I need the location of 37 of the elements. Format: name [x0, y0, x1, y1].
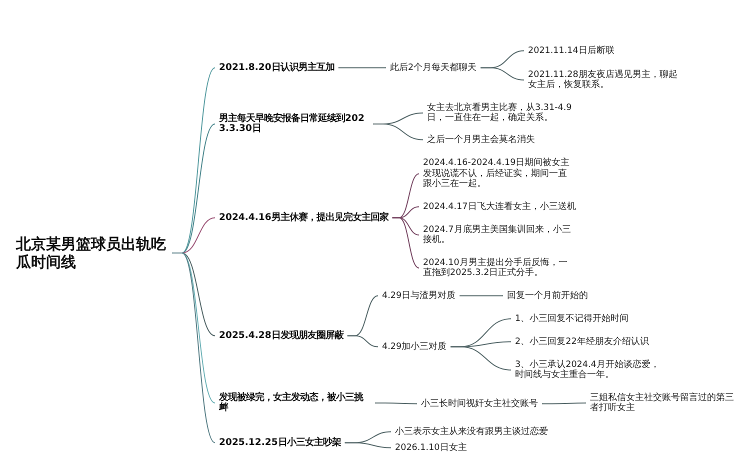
branch-topic: 发现被绿完，女主发动态，被小三挑衅 [215, 392, 375, 414]
branch-line [374, 402, 418, 404]
branch-topic: 2021.8.20日认识男主互加 [215, 62, 338, 73]
subtopic: 2026.1.10日女主 [391, 442, 471, 453]
subtopic: 2021.11.28朋友夜店遇见男主，聊起女主后，恢复联系。 [524, 70, 682, 90]
branch-line [172, 252, 216, 444]
branch-line [344, 442, 392, 448]
subtopic: 4.29加小三对质 [378, 342, 451, 352]
subtopic: 2024.4.17日飞大连看女主，小三送机 [419, 202, 580, 212]
subtopic: 2024.10月男主提出分手后反悔，一直拖到2025.3.2日正式分手。 [419, 258, 577, 278]
branch-topic: 男主每天早晚安报备日常延续到2023.3.30日 [215, 114, 373, 134]
subtopic: 2、小三回复22年经朋友介绍认识 [511, 336, 653, 347]
branch-line [346, 335, 378, 348]
branch-line [480, 67, 524, 80]
subtopic: 2024.4.16-2024.4.19日期间被女主发现说谎不认，后经证实，期间一直跟小三在一起。 [419, 158, 579, 190]
subtopic: 此后2个月每天都聊天 [386, 62, 481, 73]
branch-topic: 2025.4.28日发现朋友圈屏蔽 [215, 330, 348, 341]
central-topic: 北京某男篮球员出轨吃瓜时间线 [12, 235, 172, 271]
subtopic: 4.29日与渣男对质 [378, 290, 460, 301]
subtopic: 1、小三回复不记得开始时间 [511, 314, 633, 324]
branch-line [392, 217, 420, 268]
subtopic: 小三表示女主从来没有跟男主谈过恋爱 [391, 426, 552, 437]
subtopic: 回复一个月前开始的 [503, 290, 592, 301]
subtopic: 2024.7月底男主美国集训回来，小三接机。 [419, 224, 577, 246]
subtopic: 三姐私信女主社交账号留言过的第三者打听女主 [586, 392, 742, 414]
branch-line [338, 67, 386, 68]
subtopic: 2021.11.14日后断联 [524, 46, 618, 56]
subtopic: 小三长时间视奸女主社交账号 [417, 398, 542, 409]
subtopic: 3、小三承认2024.4月开始谈恋爱，时间线与女主重合一年。 [511, 360, 671, 380]
branch-topic: 2025.12.25日小三女主吵架 [215, 438, 345, 448]
branch-line [372, 124, 424, 140]
subtopic: 女主去北京看男主比赛，从3.31-4.9日，一直住在一起，确定关系。 [423, 102, 583, 124]
branch-line [542, 402, 586, 404]
subtopic: 之后一个月男主会莫名消失 [423, 134, 539, 145]
branch-line [450, 346, 512, 370]
branch-line [459, 295, 504, 296]
branch-topic: 2024.4.16男主休赛，提出见完女主回家 [215, 212, 392, 223]
